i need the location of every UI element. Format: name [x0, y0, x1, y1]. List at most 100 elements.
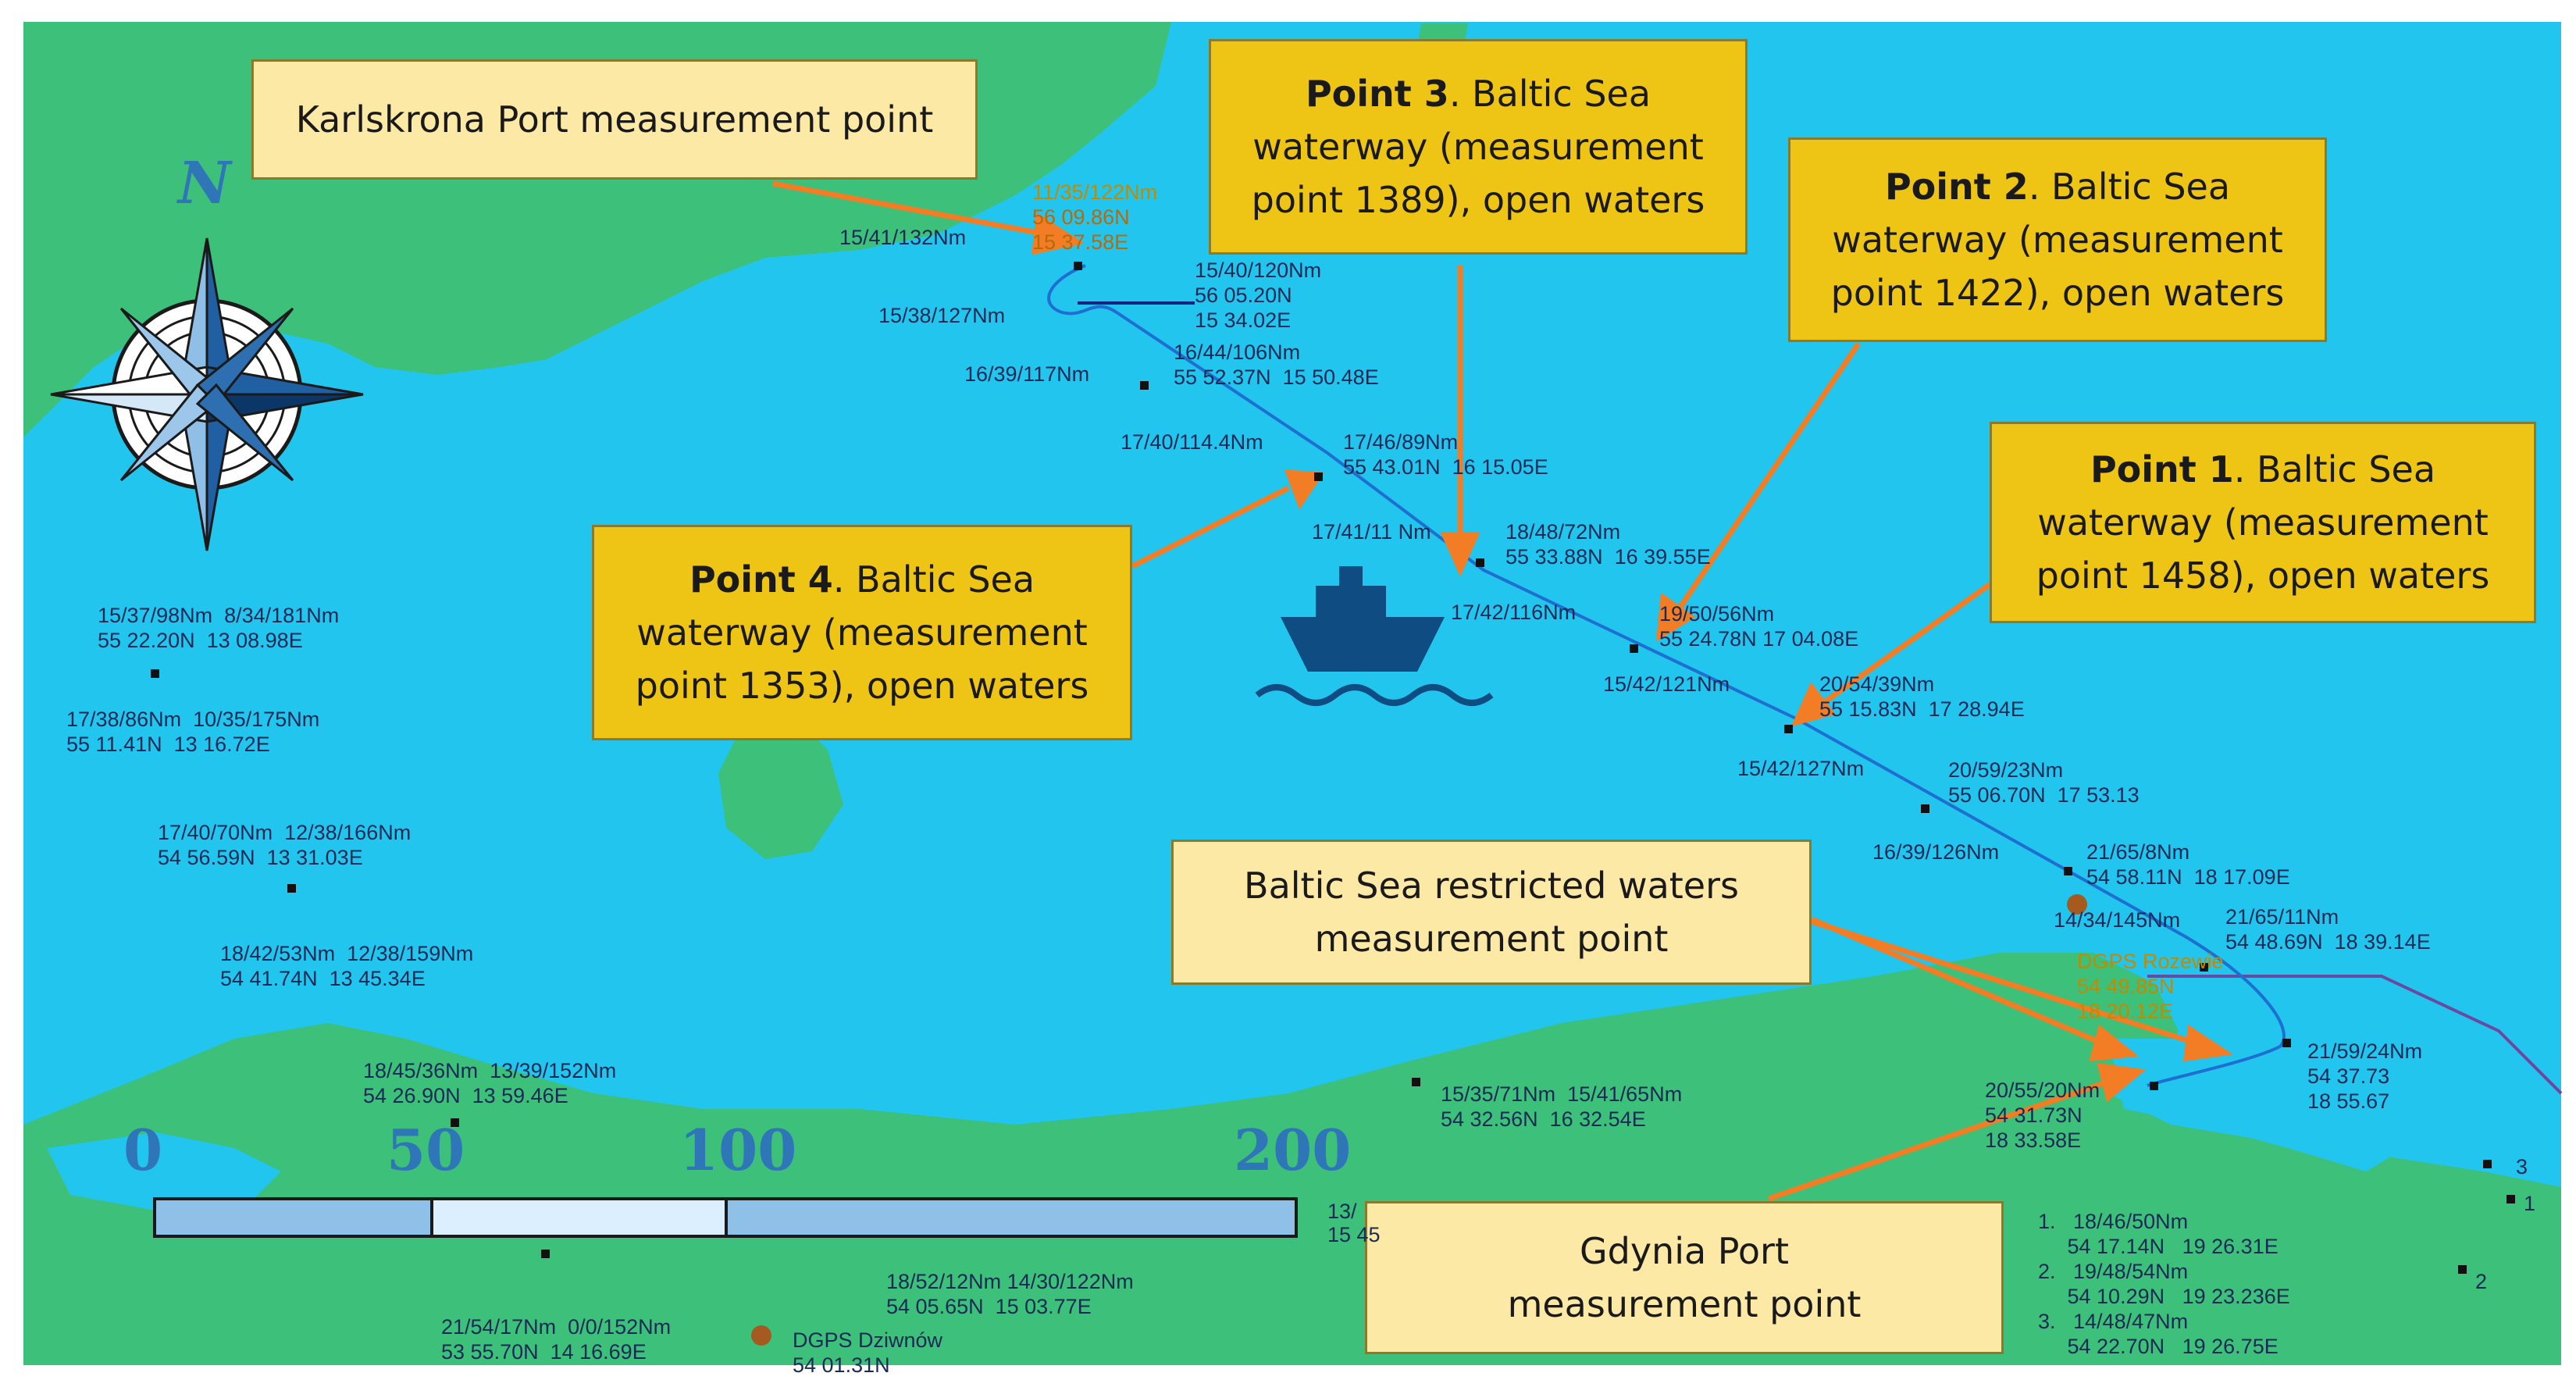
waypoint-label: 17/40/70Nm 12/38/166Nm 54 56.59N 13 31.0… [158, 821, 412, 869]
callout-point3-line3: point 1389), open waters [1251, 179, 1705, 221]
waypoint-label: 13/ [1327, 1200, 1357, 1223]
callout-point1: Point 1. Baltic Sea waterway (measuremen… [1990, 422, 2536, 623]
callout-point2: Point 2. Baltic Sea waterway (measuremen… [1788, 137, 2327, 342]
waypoint-label: 17/41/11 Nm [1312, 520, 1431, 544]
waypoint-marker [541, 1250, 550, 1258]
rugen-island [47, 1132, 281, 1211]
scale-bar [153, 1197, 1298, 1238]
waypoint-label: 17/40/114.4Nm [1121, 430, 1263, 454]
marker-label: 2 [2475, 1270, 2488, 1293]
waypoint-marker [287, 884, 296, 893]
waypoint-marker [2483, 1160, 2492, 1168]
waypoint-label: 21/65/8Nm 54 58.11N 18 17.09E [2086, 840, 2290, 889]
waypoint-label: 21/59/24Nm 54 37.73 18 55.67 [2307, 1039, 2423, 1113]
waypoint-label: 18/45/36Nm 13/39/152Nm 54 26.90N 13 59.4… [363, 1059, 617, 1107]
callout-point3: Point 3. Baltic Sea waterway (measuremen… [1209, 39, 1748, 255]
callout-point2-line2: waterway (measurement [1832, 219, 2283, 261]
compass-rose [50, 237, 364, 551]
waypoint-label: 15/42/121Nm [1603, 672, 1730, 696]
waypoint-label: 18/48/72Nm 55 33.88N 16 39.55E [1505, 520, 1711, 569]
callout-point4-title: Point 4 [689, 558, 833, 601]
waypoint-marker [1476, 558, 1484, 567]
waypoint-marker [2150, 1082, 2158, 1090]
callout-point4-line3: point 1353), open waters [635, 665, 1089, 707]
bornholm-island [718, 718, 843, 859]
waypoint-marker [1314, 472, 1323, 481]
waypoint-label: 20/55/20Nm 54 31.73N 18 33.58E [1985, 1079, 2100, 1152]
waypoint-marker [1784, 725, 1793, 733]
callout-karlskrona: Karlskrona Port measurement point [251, 59, 978, 180]
waypoint-label: 15/35/71Nm 15/41/65Nm 54 32.56N 16 32.54… [1441, 1082, 1683, 1131]
callout-point3-line1: . Baltic Sea [1448, 73, 1651, 115]
waypoint-marker [2200, 963, 2208, 972]
callout-point1-line3: point 1458), open waters [2036, 554, 2490, 597]
callout-restricted-line2: measurement point [1314, 918, 1669, 960]
waypoint-label: 21/65/11Nm 54 48.69N 18 39.14E [2225, 905, 2431, 954]
callout-restricted-waters: Baltic Sea restricted waters measurement… [1171, 840, 1812, 985]
ship-icon [1255, 566, 1494, 706]
dgps-dziwnow-label: DGPS Dziwnów 54 01.31N [793, 1328, 943, 1377]
waypoint-marker [1921, 804, 1929, 813]
callout-point1-line1: . Baltic Sea [2233, 448, 2436, 490]
waypoint-label: 18/52/12Nm 14/30/122Nm 54 05.65N 15 03.7… [886, 1270, 1134, 1318]
karlskrona-latitude-label: 56 09.86N [1032, 205, 1130, 229]
waypoint-label: 19/50/56Nm 55 24.78N 17 04.08E [1659, 602, 1859, 651]
waypoint-label: 16/44/106Nm 55 52.37N 15 50.48E [1174, 341, 1379, 389]
waypoint-label: 20/54/39Nm 55 15.83N 17 28.94E [1819, 672, 2025, 721]
restricted-area-boundary [2147, 975, 2563, 1095]
callout-point4-line1: . Baltic Sea [832, 558, 1035, 601]
callout-gdynia: Gdynia Port measurement point [1365, 1201, 2004, 1354]
karlskrona-distance-label: 11/35/122Nm [1032, 180, 1158, 204]
waypoint-marker [2458, 1265, 2467, 1274]
north-label: N [178, 150, 231, 217]
waypoint-label: 15/42/127Nm [1737, 757, 1865, 780]
waypoint-label: 17/38/86Nm 10/35/175Nm 55 11.41N 13 16.7… [66, 708, 320, 756]
callout-point1-title: Point 1 [2090, 448, 2234, 490]
waypoint-marker [1140, 381, 1149, 390]
callout-point1-line2: waterway (measurement [2037, 501, 2489, 544]
callout-restricted-line1: Baltic Sea restricted waters [1244, 865, 1739, 907]
waypoint-label: 21/54/17Nm 0/0/152Nm 53 55.70N 14 16.69E [441, 1315, 672, 1364]
waypoint-label: 18/42/53Nm 12/38/159Nm 54 41.74N 13 45.3… [220, 942, 474, 990]
marker-label: 1 [2524, 1192, 2536, 1215]
waypoint-marker [151, 669, 159, 678]
callout-point2-line1: . Baltic Sea [2028, 166, 2231, 208]
callout-point3-line2: waterway (measurement [1252, 126, 1704, 168]
waypoint-label: 15/38/127Nm [878, 304, 1006, 327]
karlskrona-longitude-label: 15 37.58E [1032, 230, 1129, 254]
ship-route [1047, 264, 2286, 1087]
waypoint-label: 17/42/116Nm [1451, 601, 1577, 624]
waypoint-marker [2507, 1195, 2515, 1203]
callout-gdynia-line1: Gdynia Port [1579, 1230, 1789, 1272]
scale-label-50: 50 [387, 1117, 465, 1183]
scale-label-100: 100 [679, 1117, 797, 1183]
callout-point4-line2: waterway (measurement [636, 611, 1088, 654]
waypoint-label: 17/46/89Nm 55 43.01N 16 15.05E [1343, 430, 1548, 479]
legend-list: 1. 18/46/50Nm 54 17.14N 19 26.31E 2. 19/… [2038, 1210, 2290, 1358]
waypoint-marker [451, 1118, 459, 1127]
callout-point4: Point 4. Baltic Sea waterway (measuremen… [592, 525, 1132, 740]
scale-label-0: 0 [123, 1117, 163, 1183]
waypoint-label: 15/40/120Nm 56 05.20N 15 34.02E [1195, 259, 1322, 332]
callout-gdynia-line2: measurement point [1507, 1283, 1862, 1325]
dgps-rozewie-label: DGPS Rozewie 54 49.85N 18 20.12E [2077, 950, 2224, 1023]
waypoint-label: 16/39/126Nm [1872, 840, 2000, 864]
waypoint-label: 14/34/145Nm [2054, 908, 2181, 932]
waypoint-marker [1630, 644, 1638, 653]
waypoint-label: 15 45 [1327, 1223, 1381, 1246]
waypoint-marker [1074, 262, 1082, 270]
scale-label-200: 200 [1234, 1117, 1352, 1183]
waypoint-marker [2064, 867, 2072, 875]
callout-karlskrona-text: Karlskrona Port measurement point [295, 98, 934, 141]
callout-point2-title: Point 2 [1884, 166, 2029, 208]
waypoint-label: 15/41/132Nm [839, 226, 967, 249]
marker-label: 3 [2516, 1155, 2528, 1178]
waypoint-label: 20/59/23Nm 55 06.70N 17 53.13 [1948, 758, 2140, 807]
waypoint-marker [2282, 1039, 2291, 1047]
callout-point3-title: Point 3 [1305, 73, 1449, 115]
waypoint-label: 15/37/98Nm 8/34/181Nm 55 22.20N 13 08.98… [98, 604, 340, 652]
waypoint-label: 16/39/117Nm [964, 362, 1090, 386]
gdansk-bay [2108, 1039, 2405, 1171]
callout-point2-line3: point 1422), open waters [1830, 272, 2285, 314]
waypoint-marker [1412, 1078, 1420, 1086]
